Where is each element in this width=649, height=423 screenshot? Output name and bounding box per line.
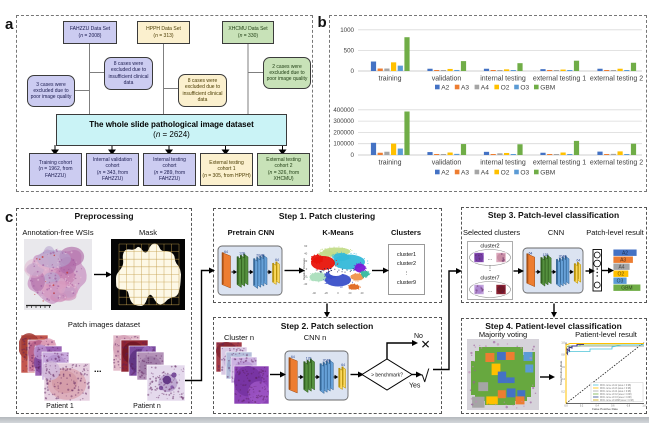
svg-text:2048: 2048 xyxy=(323,359,331,363)
svg-text:0.4: 0.4 xyxy=(561,378,565,381)
svg-text:True Positive Rate: True Positive Rate xyxy=(560,360,563,385)
svg-text:2048: 2048 xyxy=(559,255,567,259)
svg-text:ROC curve of GBM (area = 0.98): ROC curve of GBM (area = 0.98) xyxy=(600,399,634,402)
svg-text:128: 128 xyxy=(239,252,245,256)
svg-text:400000: 400000 xyxy=(333,107,354,114)
svg-text:O2: O2 xyxy=(501,170,510,177)
svg-text:A4: A4 xyxy=(481,170,489,177)
svg-text:GBM: GBM xyxy=(540,170,555,177)
svg-text:-20: -20 xyxy=(303,274,307,278)
svg-text:training: training xyxy=(379,76,402,83)
svg-text:0: 0 xyxy=(306,267,308,271)
svg-text:A2: A2 xyxy=(622,251,628,257)
svg-text:√: √ xyxy=(420,367,430,386)
svg-text:cluster2: cluster2 xyxy=(480,244,499,250)
svg-text:A3: A3 xyxy=(620,258,626,264)
svg-text:0: 0 xyxy=(337,291,339,295)
svg-text:Relative Distance: Relative Distance xyxy=(303,258,306,280)
svg-text:64: 64 xyxy=(529,251,533,255)
svg-text:A2: A2 xyxy=(441,85,449,92)
svg-text:...: ... xyxy=(488,288,492,294)
svg-text:0.8: 0.8 xyxy=(561,354,565,357)
svg-text:validation: validation xyxy=(432,76,462,83)
svg-text:64: 64 xyxy=(275,258,279,262)
svg-text:0.0: 0.0 xyxy=(564,405,568,408)
svg-text:0.8: 0.8 xyxy=(627,405,631,408)
svg-text:1.0: 1.0 xyxy=(561,342,565,345)
svg-text:external testing 2: external testing 2 xyxy=(590,76,643,83)
svg-text:A3: A3 xyxy=(461,170,469,177)
svg-text:internal testing: internal testing xyxy=(480,160,526,167)
svg-text:20: 20 xyxy=(349,291,352,295)
svg-text:2048: 2048 xyxy=(256,254,264,258)
svg-text:128: 128 xyxy=(306,357,312,361)
svg-text:ROC curve of O3 (area = 0.98): ROC curve of O3 (area = 0.98) xyxy=(600,396,632,399)
svg-text:20: 20 xyxy=(304,259,307,263)
svg-text:...: ... xyxy=(488,256,492,262)
svg-text:60: 60 xyxy=(304,244,307,248)
svg-text:O3: O3 xyxy=(617,279,624,285)
svg-text:-40: -40 xyxy=(312,291,316,295)
svg-text:64: 64 xyxy=(577,259,581,263)
svg-text:ROC curve of O2 (area = 0.98): ROC curve of O2 (area = 0.98) xyxy=(600,393,632,396)
svg-text:⋮: ⋮ xyxy=(487,266,493,272)
svg-text:external testing 2: external testing 2 xyxy=(590,160,643,167)
svg-text:0.4: 0.4 xyxy=(596,405,600,408)
svg-text:GBM: GBM xyxy=(540,85,555,92)
svg-text:ROC curve of A2 (area = 0.98): ROC curve of A2 (area = 0.98) xyxy=(600,384,631,387)
svg-text:128: 128 xyxy=(543,253,549,257)
svg-text:0.6: 0.6 xyxy=(561,366,565,369)
svg-text:> benchmark?: > benchmark? xyxy=(371,372,403,378)
svg-text:A4: A4 xyxy=(481,85,489,92)
svg-text:external testing 1: external testing 1 xyxy=(533,160,586,167)
svg-text:200000: 200000 xyxy=(333,129,354,136)
svg-text:40: 40 xyxy=(304,252,307,256)
svg-text:500: 500 xyxy=(344,47,355,54)
svg-text:64: 64 xyxy=(291,355,295,359)
svg-text:A3: A3 xyxy=(461,85,469,92)
svg-text:40: 40 xyxy=(361,291,364,295)
svg-text:0.2: 0.2 xyxy=(580,405,584,408)
svg-text:-40: -40 xyxy=(303,282,307,286)
svg-text:300000: 300000 xyxy=(333,118,354,125)
svg-text:No: No xyxy=(414,333,423,340)
svg-text:A4: A4 xyxy=(618,265,624,271)
svg-text:1000: 1000 xyxy=(340,27,354,34)
svg-text:cluster7: cluster7 xyxy=(480,276,499,282)
svg-text:✕: ✕ xyxy=(421,338,431,352)
svg-text:0.2: 0.2 xyxy=(561,390,565,393)
svg-text:64: 64 xyxy=(224,250,228,254)
svg-text:0: 0 xyxy=(351,152,355,159)
svg-text:100000: 100000 xyxy=(333,141,354,148)
svg-text:A2: A2 xyxy=(441,170,449,177)
svg-text:O3: O3 xyxy=(520,85,529,92)
svg-text:Yes: Yes xyxy=(409,383,421,390)
svg-text:ROC curve of A3 (area = 0.98): ROC curve of A3 (area = 0.98) xyxy=(600,387,631,390)
svg-text:O2: O2 xyxy=(618,272,625,278)
svg-text:False Positive Rate: False Positive Rate xyxy=(592,407,618,411)
svg-text:0: 0 xyxy=(351,68,355,75)
svg-text:training: training xyxy=(379,160,402,167)
svg-text:O2: O2 xyxy=(501,85,510,92)
svg-text:validation: validation xyxy=(432,160,462,167)
svg-text:Relative Distance: Relative Distance xyxy=(328,295,350,296)
svg-text:1.0: 1.0 xyxy=(642,405,646,408)
svg-text:-20: -20 xyxy=(324,291,328,295)
svg-text:0.6: 0.6 xyxy=(611,405,615,408)
svg-text:O3: O3 xyxy=(520,170,529,177)
svg-text:GBM: GBM xyxy=(621,286,632,292)
svg-text:ROC curve of A4 (area = 0.98): ROC curve of A4 (area = 0.98) xyxy=(600,390,631,393)
svg-text:internal testing: internal testing xyxy=(480,76,526,83)
svg-text:64: 64 xyxy=(341,363,345,367)
svg-text:external testing 1: external testing 1 xyxy=(533,76,586,83)
